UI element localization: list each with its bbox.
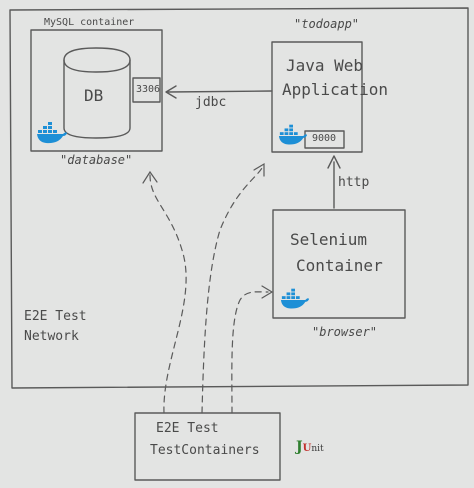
junit-logo: JUnit bbox=[296, 440, 324, 454]
selenium-box bbox=[272, 209, 406, 319]
network-label-line1: E2E Test bbox=[24, 309, 87, 324]
mysql-container-title: MySQL container bbox=[44, 17, 135, 28]
todoapp-alias: "todoapp" bbox=[294, 17, 360, 31]
test-to-app-arrow bbox=[201, 167, 263, 414]
db-cylinder bbox=[63, 47, 131, 139]
docker-whale-icon bbox=[280, 288, 310, 309]
mysql-port-box bbox=[132, 77, 161, 103]
browser-alias: "browser" bbox=[312, 325, 378, 339]
app-title-line2: Application bbox=[282, 80, 388, 99]
app-title-line1: Java Web bbox=[286, 56, 364, 75]
app-port: 9000 bbox=[312, 133, 337, 144]
junit-u: U bbox=[302, 443, 312, 454]
junit-rest: nit bbox=[311, 444, 324, 454]
network-label-line2: Network bbox=[24, 329, 79, 344]
selenium-title-line1: Selenium bbox=[290, 230, 368, 249]
test-title-line2: TestContainers bbox=[150, 443, 260, 458]
app-port-box bbox=[304, 130, 345, 149]
mysql-box bbox=[30, 29, 163, 152]
app-box bbox=[271, 41, 363, 153]
db-label: DB bbox=[84, 86, 104, 105]
selenium-title-line2: Container bbox=[296, 256, 383, 275]
junit-j: J bbox=[296, 439, 303, 455]
docker-whale-icon bbox=[278, 124, 308, 145]
jdbc-label: jdbc bbox=[195, 95, 227, 110]
jdbc-arrow bbox=[167, 90, 273, 93]
mysql-port: 3306 bbox=[136, 84, 161, 95]
test-to-database-arrow bbox=[149, 174, 187, 414]
test-title-line1: E2E Test bbox=[156, 421, 219, 436]
test-to-selenium-arrow bbox=[231, 291, 269, 414]
database-alias: "database" bbox=[60, 153, 133, 167]
http-label: http bbox=[338, 175, 370, 190]
docker-whale-icon bbox=[37, 122, 67, 144]
network-boundary bbox=[9, 7, 469, 389]
